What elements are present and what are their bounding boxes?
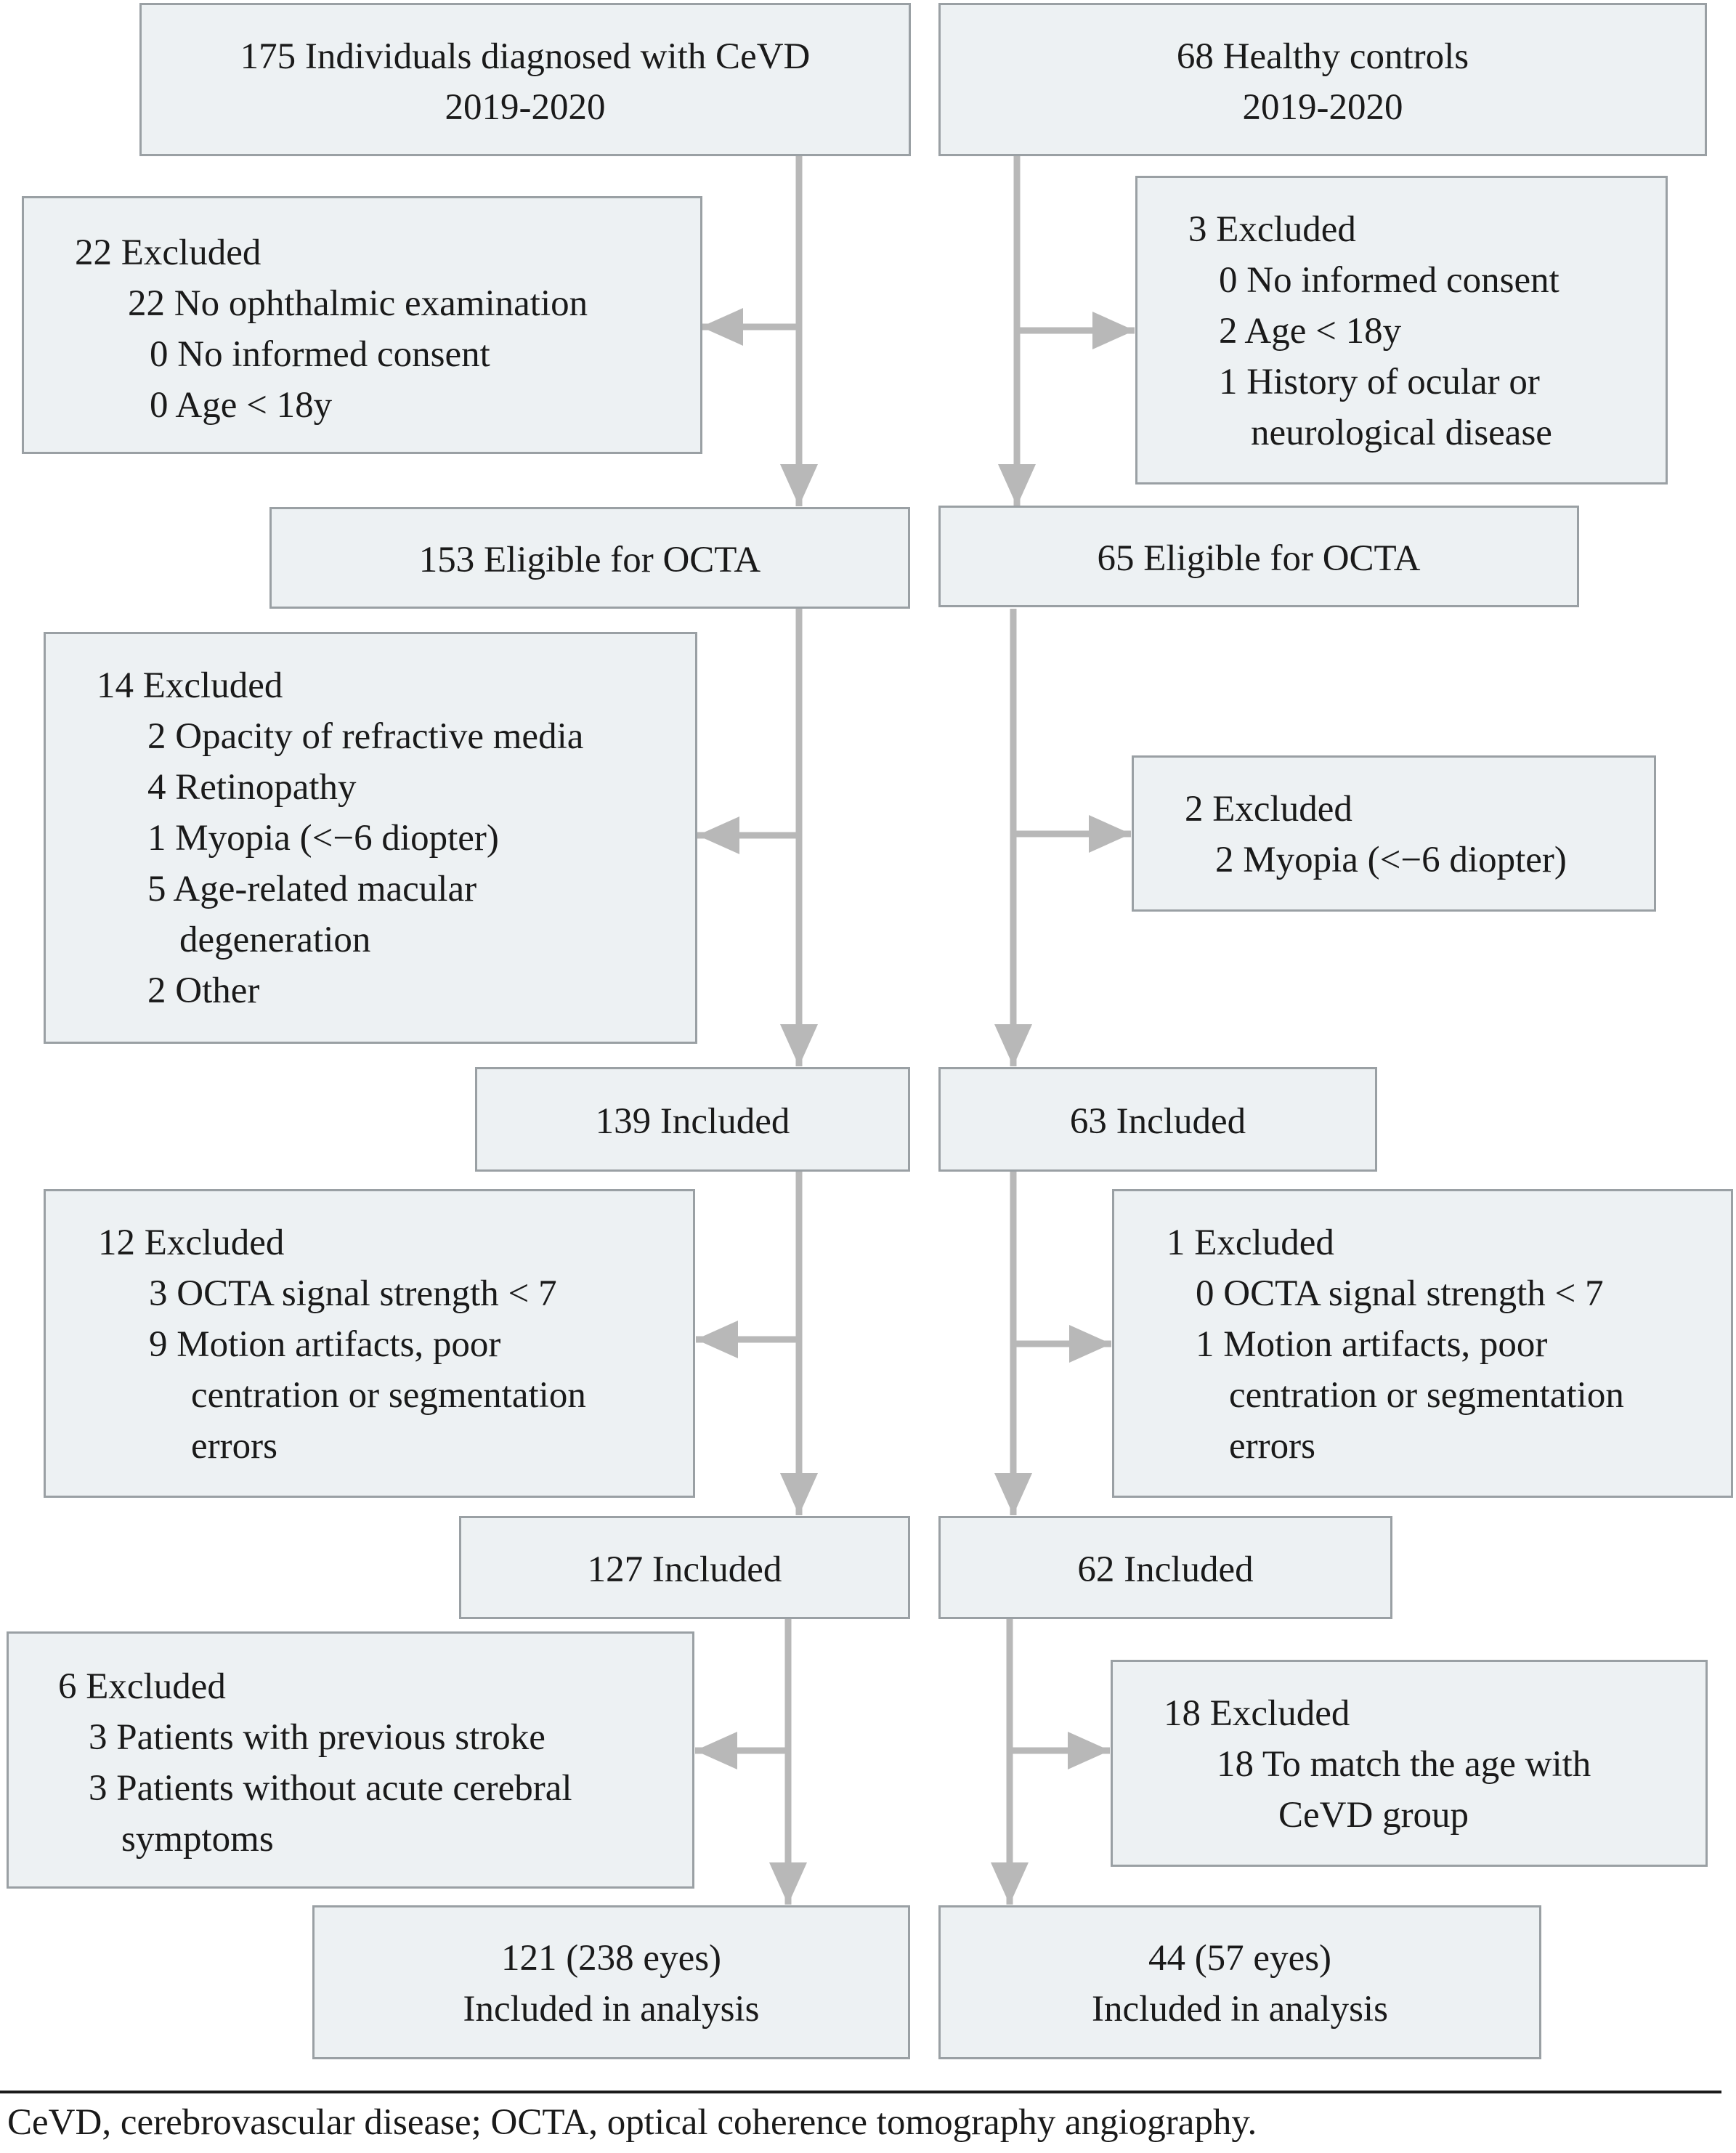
cevd-final-line2: Included in analysis: [463, 1989, 760, 2030]
cevd-excl2-item: 4 Retinopathy: [147, 767, 357, 808]
ctrl-excl2-item: 2 Myopia (<−6 diopter): [1215, 840, 1567, 880]
cevd-excl1-item: 22 No ophthalmic examination: [128, 283, 588, 324]
cevd-excl2-item: degeneration: [179, 920, 371, 960]
cevd-excl4-item: 3 Patients without acute cerebral: [89, 1768, 572, 1809]
cevd-included1-label: 139 Included: [595, 1101, 790, 1142]
cevd-exclusion-box-4: 6 Excluded 3 Patients with previous stro…: [7, 1631, 694, 1889]
ctrl-excl1-item: 0 No informed consent: [1219, 260, 1559, 301]
cevd-excl3-item: errors: [191, 1426, 277, 1467]
ctrl-final-line1: 44 (57 eyes): [1148, 1938, 1332, 1979]
ctrl-exclusion-box-4: 18 Excluded 18 To match the age with CeV…: [1111, 1660, 1708, 1867]
cevd-final-box: 121 (238 eyes) Included in analysis: [312, 1905, 910, 2059]
ctrl-final-box: 44 (57 eyes) Included in analysis: [938, 1905, 1541, 2059]
ctrl-excl3-title: 1 Excluded: [1167, 1223, 1334, 1263]
ctrl-excl4-title: 18 Excluded: [1164, 1693, 1350, 1734]
ctrl-excl1-item: 1 History of ocular or: [1219, 362, 1540, 402]
cevd-excl3-item: centration or segmentation: [191, 1375, 586, 1416]
cevd-exclusion-box-3: 12 Excluded 3 OCTA signal strength < 7 9…: [44, 1189, 695, 1498]
cevd-excl3-item: 9 Motion artifacts, poor: [149, 1324, 501, 1365]
ctrl-included-box-2: 62 Included: [938, 1516, 1392, 1619]
ctrl-included2-label: 62 Included: [1077, 1549, 1254, 1590]
ctrl-exclusion-box-3: 1 Excluded 0 OCTA signal strength < 7 1 …: [1112, 1189, 1733, 1498]
cevd-eligible-label: 153 Eligible for OCTA: [418, 540, 761, 580]
cevd-excl1-item: 0 No informed consent: [150, 334, 490, 375]
ctrl-excl4-item: CeVD group: [1278, 1795, 1469, 1836]
ctrl-excl4-item: 18 To match the age with: [1217, 1744, 1591, 1785]
ctrl-excl3-item: 0 OCTA signal strength < 7: [1196, 1273, 1604, 1314]
ctrl-excl1-item: 2 Age < 18y: [1219, 311, 1402, 352]
ctrl-excl3-item: 1 Motion artifacts, poor: [1196, 1324, 1548, 1365]
cevd-start-line2: 2019-2020: [445, 87, 606, 128]
ctrl-included-box-1: 63 Included: [938, 1067, 1377, 1172]
ctrl-start-line1: 68 Healthy controls: [1176, 36, 1469, 77]
cevd-start-box: 175 Individuals diagnosed with CeVD 2019…: [139, 3, 911, 156]
footnote: CeVD, cerebrovascular disease; OCTA, opt…: [7, 2102, 1257, 2143]
cevd-excl2-item: 2 Opacity of refractive media: [147, 716, 584, 757]
cevd-final-line1: 121 (238 eyes): [500, 1938, 722, 1979]
cevd-exclusion-box-1: 22 Excluded 22 No ophthalmic examination…: [22, 196, 702, 454]
cevd-excl2-item: 2 Other: [147, 970, 260, 1011]
cevd-start-line1: 175 Individuals diagnosed with CeVD: [240, 36, 811, 77]
footnote-rule: [0, 2091, 1721, 2093]
ctrl-excl1-item: neurological disease: [1251, 413, 1552, 453]
cevd-excl2-item: 1 Myopia (<−6 diopter): [147, 818, 499, 859]
ctrl-start-box: 68 Healthy controls 2019-2020: [938, 3, 1707, 156]
cevd-excl3-title: 12 Excluded: [98, 1223, 285, 1263]
ctrl-excl3-item: errors: [1229, 1426, 1315, 1467]
ctrl-eligible-box: 65 Eligible for OCTA: [938, 506, 1579, 607]
cevd-excl2-item: 5 Age-related macular: [147, 869, 477, 909]
cevd-excl3-item: 3 OCTA signal strength < 7: [149, 1273, 557, 1314]
cevd-eligible-box: 153 Eligible for OCTA: [269, 507, 910, 609]
cevd-excl4-item: 3 Patients with previous stroke: [89, 1717, 545, 1758]
cevd-excl1-item: 0 Age < 18y: [150, 385, 333, 426]
cevd-excl2-title: 14 Excluded: [97, 665, 283, 706]
cevd-excl4-item: symptoms: [121, 1819, 274, 1860]
cevd-included2-label: 127 Included: [587, 1549, 782, 1590]
cevd-included-box-1: 139 Included: [475, 1067, 910, 1172]
ctrl-final-line2: Included in analysis: [1092, 1989, 1388, 2030]
ctrl-excl3-item: centration or segmentation: [1229, 1375, 1624, 1416]
cevd-exclusion-box-2: 14 Excluded 2 Opacity of refractive medi…: [44, 632, 697, 1044]
cevd-excl1-title: 22 Excluded: [75, 232, 261, 273]
cevd-excl4-title: 6 Excluded: [58, 1666, 226, 1707]
ctrl-included1-label: 63 Included: [1069, 1101, 1246, 1142]
ctrl-excl1-title: 3 Excluded: [1188, 209, 1356, 250]
ctrl-excl2-title: 2 Excluded: [1185, 789, 1352, 830]
ctrl-start-line2: 2019-2020: [1242, 87, 1403, 128]
ctrl-eligible-label: 65 Eligible for OCTA: [1097, 538, 1421, 579]
ctrl-exclusion-box-1: 3 Excluded 0 No informed consent 2 Age <…: [1135, 176, 1668, 484]
cevd-included-box-2: 127 Included: [459, 1516, 910, 1619]
ctrl-exclusion-box-2: 2 Excluded 2 Myopia (<−6 diopter): [1132, 755, 1656, 912]
